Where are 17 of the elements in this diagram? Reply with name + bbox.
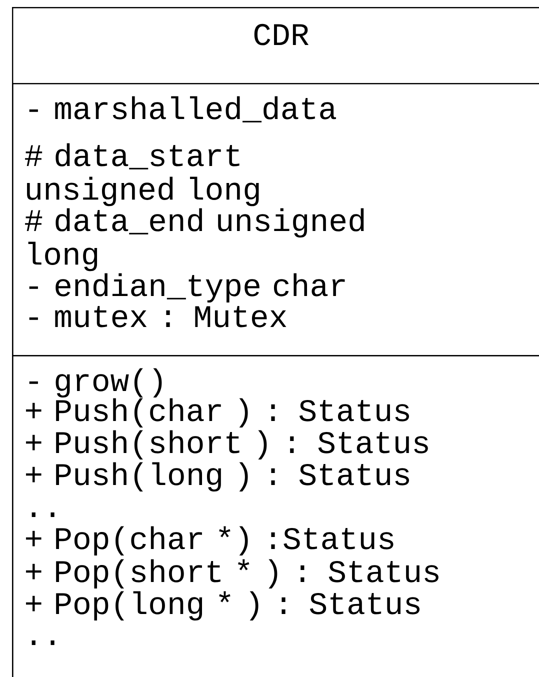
operation-text: + Pop(short * ) : Status [26,559,438,589]
operation-text: - grow() [29,368,162,398]
attribute-text: # data_end unsigned long [25,208,364,272]
operation-text: + Pop(char *) :Status [26,526,394,556]
operation-text: .. [32,512,54,518]
attribute-text: # data_start unsigned long [25,143,259,206]
attribute-text: - marshalled_data [29,96,336,122]
operation-text: + Push(char ) : Status [26,398,409,428]
operations-compartment [12,355,539,677]
class-name: CDR [254,24,309,46]
operation-text: + Push(long ) : Status [26,462,409,492]
attribute-text: - mutex : Mutex [29,306,286,328]
operation-text: + Pop(long * ) : Status [26,591,420,621]
operation-text: + Push(short ) : Status [26,430,428,460]
attribute-text: - endian_type char [29,273,345,303]
operation-text: .. [32,640,54,646]
attributes-compartment [12,83,539,356]
